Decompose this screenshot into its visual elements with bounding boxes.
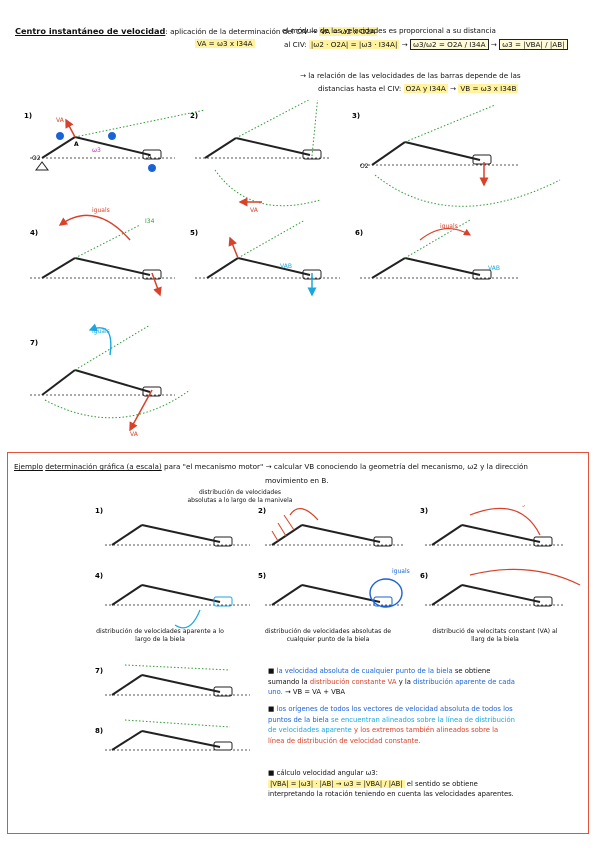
panel-7-num: 7): [30, 339, 38, 347]
panel-7-igual: iguals: [92, 328, 110, 335]
omega3-eq: ω3 = |VBA| / |AB|: [499, 39, 568, 50]
panel-4-num: 4): [30, 229, 38, 237]
panel-5: 5) VAB: [190, 219, 340, 297]
panel-3-o2: O2: [360, 163, 369, 170]
example-title-c: para "el mecanismo motor" → calcular VB …: [164, 462, 528, 471]
example-diagrams: 1) 2) 3) iguals 4) 5) ig: [95, 505, 581, 751]
bullet-3-a: cálculo velocidad angular ω3:: [276, 769, 378, 777]
ex-panel-3-igual: iguals: [520, 505, 538, 507]
bullet-1-f: → VB = VA + VBA: [285, 688, 346, 697]
panel-1-o2: O2: [32, 155, 41, 162]
relation-text2: distancias hasta el CIV:: [318, 84, 402, 93]
panel-2: 2) VA I34: [190, 100, 330, 214]
ex-panel-8: 8): [95, 719, 250, 751]
bullet-2-b: se encuentran alineados sobre la línea d…: [268, 715, 515, 735]
caption-4: distribución de velocidades aparente a l…: [96, 628, 224, 643]
ex-panel-3-num: 3): [420, 507, 428, 515]
bullet-3: ■ cálculo velocidad angular ω3: |VBA| = …: [268, 769, 514, 799]
panel-1-w3: ω3: [92, 147, 101, 154]
header-subtitle: aplicación de la determinación del CIV: [170, 27, 309, 36]
ex-panel-4-num: 4): [95, 572, 103, 580]
bullet-3-b: |VBA| = |ω3| · |AB| → ω3 = |VBA| / |AB|: [268, 779, 405, 788]
prop-text-block: el módulo de las velocidades es proporci…: [282, 26, 496, 35]
ex-panel-5: 5) iguals: [258, 568, 410, 608]
header-line1: Centro instantáneo de velocidad: aplicac…: [15, 26, 378, 36]
panel-4-igual: iguals: [92, 207, 110, 214]
page-title: Centro instantáneo de velocidad: [15, 26, 166, 36]
panel-4: 4) iguals I34: [30, 207, 175, 297]
bullet-3-c: el sentido se obtiene interpretando la r…: [268, 779, 514, 799]
civ-line: al CIV: |ω2 · O2A| = |ω3 · I34A| → ω3/ω2…: [284, 39, 568, 50]
ex-panel-7: 7): [95, 664, 250, 697]
prop-text: el módulo de las velocidades es proporci…: [282, 26, 496, 35]
ex-panel-8-num: 8): [95, 727, 103, 735]
panel-1-va: VA: [56, 117, 65, 124]
ex-panel-1: 1): [95, 507, 250, 547]
relation-line1: → la relación de las velocidades de las …: [300, 71, 521, 80]
panel-1-b: B: [148, 154, 152, 160]
ex-panel-7-num: 7): [95, 667, 103, 675]
bullet-1-c: distribución constante VA: [309, 677, 397, 686]
ex-panel-2: 2): [258, 507, 405, 547]
panel-2-num: 2): [190, 112, 198, 120]
panel-2-va: VA: [250, 207, 259, 214]
panel-5-vab: VAB: [280, 263, 292, 270]
civ-eq: |ω2 · O2A| = |ω3 · I34A|: [308, 40, 400, 49]
ratio-eq: ω3/ω2 = O2A / I34A: [409, 39, 489, 50]
bullet-1-e: distribución aparente de cada uno.: [268, 677, 515, 697]
example-frame: [7, 452, 589, 834]
ex-panel-5-num: 5): [258, 572, 266, 580]
panel-3-num: 3): [352, 112, 360, 120]
ex-panel-3: 3) iguals: [420, 505, 565, 547]
panel-6-igual: iguals: [440, 223, 458, 230]
example-title-d: movimiento en B.: [265, 476, 329, 485]
example-title: Ejemplo determinación gráfica (a escala)…: [14, 462, 528, 471]
panel-6-vab: VAB: [488, 265, 500, 272]
bullet-1-d: y la: [398, 677, 411, 686]
ex-panel-6-num: 6): [420, 572, 428, 580]
bullet-2: ■ los orígenes de todos los vectores de …: [268, 705, 515, 745]
dist-eq: O2A y I34A: [403, 84, 448, 93]
panel-7: 7) iguals VA: [30, 323, 191, 438]
vb-eq: VB = ω3 x I34B: [458, 84, 519, 93]
panel-7-va: VA: [130, 431, 139, 438]
example-dist-abs-top: distribución de velocidades absolutas a …: [187, 489, 293, 504]
panel-3: 3) O2: [352, 104, 561, 207]
example-title-a: Ejemplo: [14, 462, 43, 471]
panel-6-num: 6): [355, 229, 363, 237]
relation-line2: distancias hasta el CIV: O2A y I34A → VB…: [318, 84, 519, 93]
panel-1: 1) O2 A VA B ω3: [24, 109, 206, 172]
ex-panel-6: 6): [420, 568, 581, 607]
panel-1-num: 1): [24, 112, 32, 120]
panel-6: 6) iguals VAB: [355, 219, 520, 280]
bullet-1-a: la velocidad absoluta de cualquier punto…: [276, 667, 453, 675]
bullet-1-b: se obtiene sumando la: [268, 667, 491, 686]
panel-5-num: 5): [190, 229, 198, 237]
civ-label: al CIV:: [284, 40, 307, 49]
ex-panel-5-igual: iguals: [392, 568, 410, 575]
header-line2: VA = ω3 x I34A: [195, 39, 255, 48]
bullet-1: ■ la velocidad absoluta de cualquier pun…: [268, 667, 515, 697]
ex-panel-4: 4): [95, 572, 250, 629]
civ-diagrams: 1) O2 A VA B ω3 2) VA I34 3): [24, 100, 561, 438]
example-title-b: determinación gráfica (a escala): [45, 462, 162, 471]
eq-va-i34a: VA = ω3 x I34A: [195, 39, 255, 48]
caption-5: distribución de velocidades absolutas de…: [264, 628, 392, 643]
ex-panel-1-num: 1): [95, 507, 103, 515]
panel-4-i34: I34: [145, 218, 155, 225]
bullet-2-a: los orígenes de todos los vectores de ve…: [268, 705, 513, 724]
panel-1-a: A: [74, 141, 79, 148]
eq-va-o2a: VA = ω2 x O2A: [318, 27, 378, 36]
ex-panel-2-num: 2): [258, 507, 266, 515]
caption-6: distribució de velocitats constant (VA) …: [432, 628, 558, 643]
bullet-2-c: y los extremos también alineados sobre l…: [268, 726, 499, 745]
